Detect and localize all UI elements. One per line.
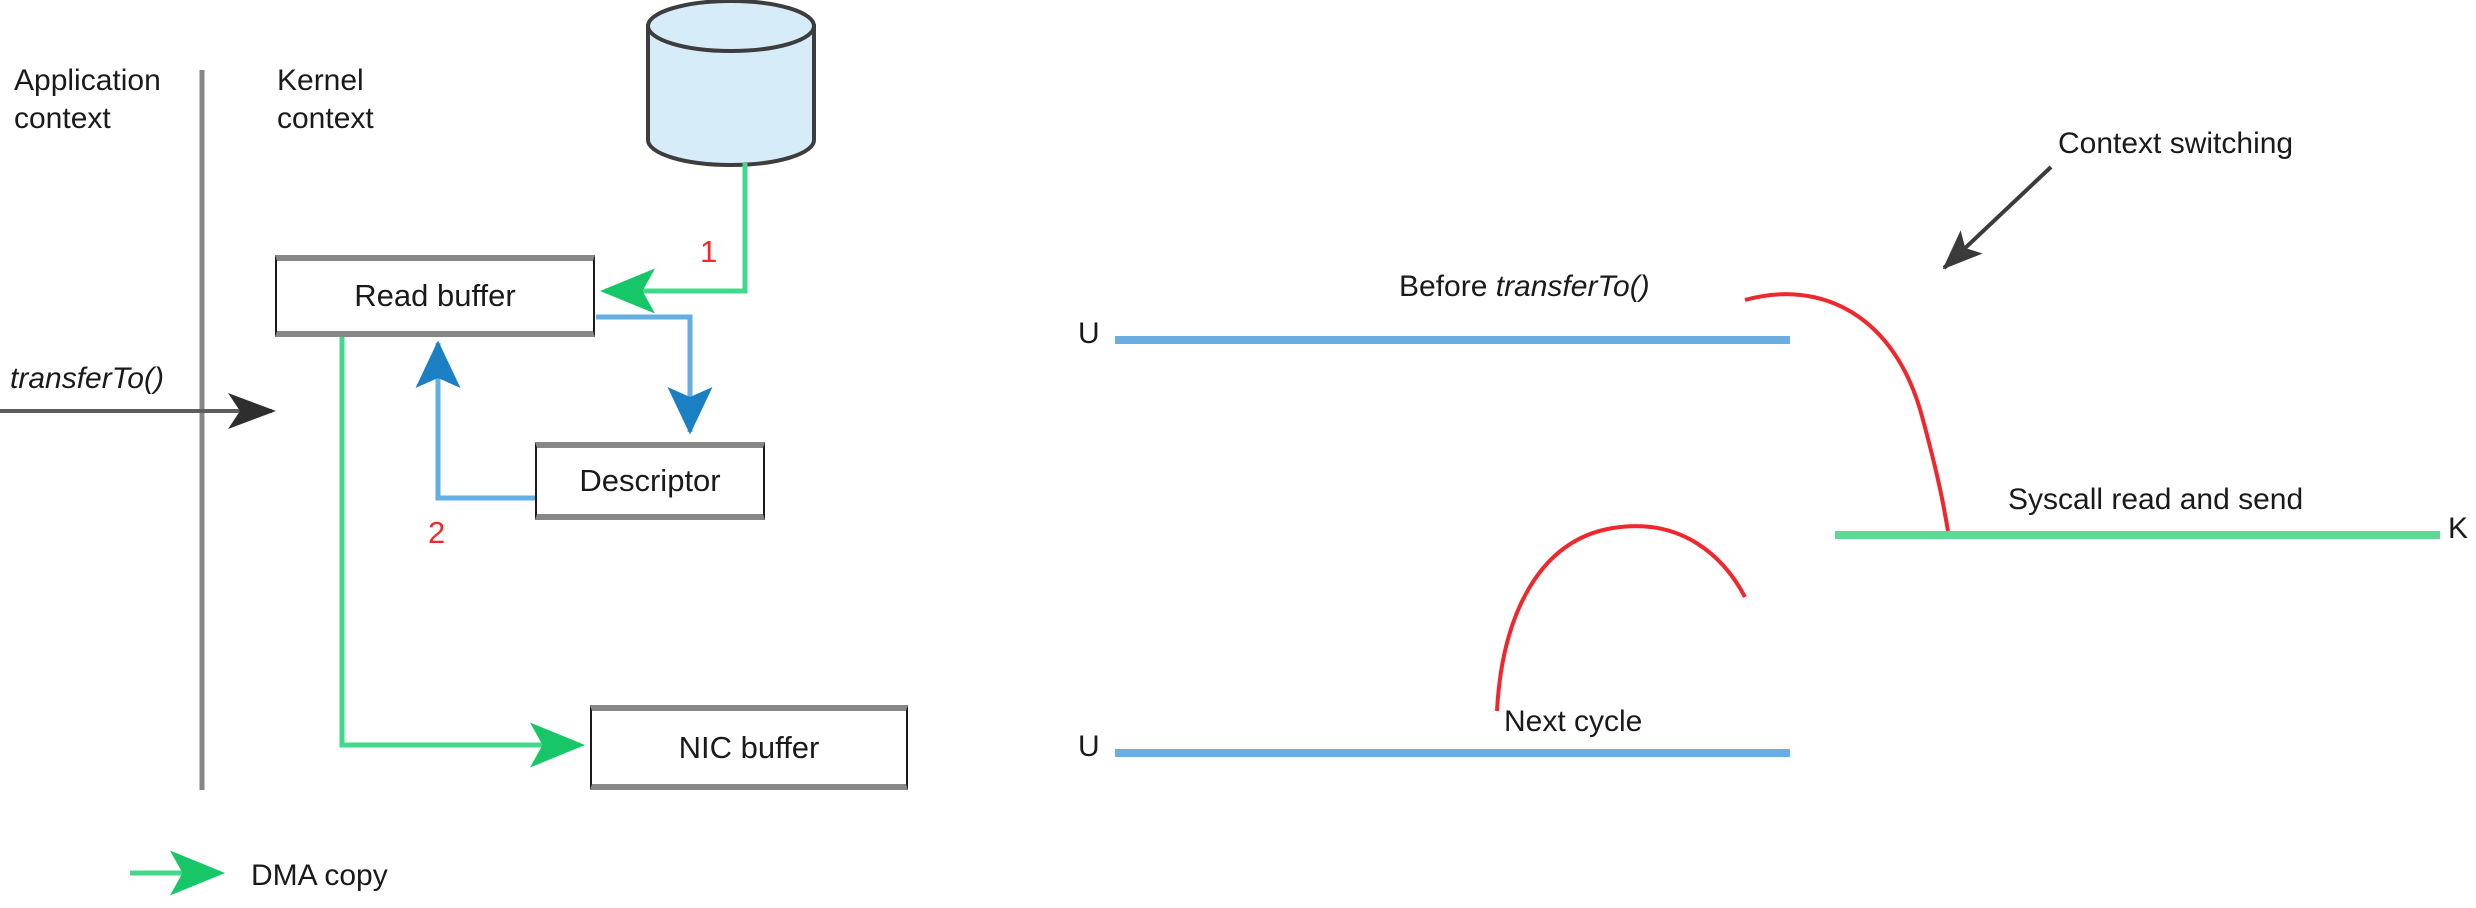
step-2-marker: 2 xyxy=(428,515,446,550)
descriptor-box[interactable] xyxy=(535,442,765,520)
dma-arrow-disk-to-read-buffer xyxy=(600,163,748,314)
context-switching-annotation: Context switching xyxy=(2058,127,2294,160)
transferto-call-label: transferTo() xyxy=(10,362,164,395)
kernel-context-label: Kernel context xyxy=(277,64,374,136)
descriptor-label: Descriptor xyxy=(579,463,721,498)
context-switch-curve-down xyxy=(1744,292,1950,532)
legend-dma-copy-label: DMA copy xyxy=(251,859,388,892)
read-buffer-box[interactable] xyxy=(275,255,595,337)
syscall-read-and-send-annotation: Syscall read and send xyxy=(2008,483,2304,516)
kernel-lane-label: K xyxy=(2448,512,2469,545)
before-transferto-prefix: Before xyxy=(1399,270,1496,303)
user-lane-bottom-label: U xyxy=(1078,730,1100,763)
context-switch-curve-up xyxy=(1495,524,1747,712)
nic-buffer-box[interactable] xyxy=(590,705,908,790)
user-lane-top-label: U xyxy=(1078,317,1100,350)
disk-cylinder xyxy=(646,0,816,167)
descriptor-read-arrow xyxy=(415,340,535,501)
application-context-label: Application context xyxy=(14,64,161,136)
read-buffer-label: Read buffer xyxy=(354,278,516,313)
nic-buffer-label: NIC buffer xyxy=(678,729,820,765)
next-cycle-annotation: Next cycle xyxy=(1504,705,1643,738)
before-transferto-annotation: Before transferTo() xyxy=(1399,270,1650,304)
context-switching-pointer xyxy=(1942,165,2053,270)
descriptor-write-arrow xyxy=(596,314,713,435)
dma-arrow-read-buffer-to-nic xyxy=(339,337,585,768)
before-transferto-emphasis: transferTo() xyxy=(1495,270,1650,303)
step-1-marker: 1 xyxy=(700,234,718,269)
